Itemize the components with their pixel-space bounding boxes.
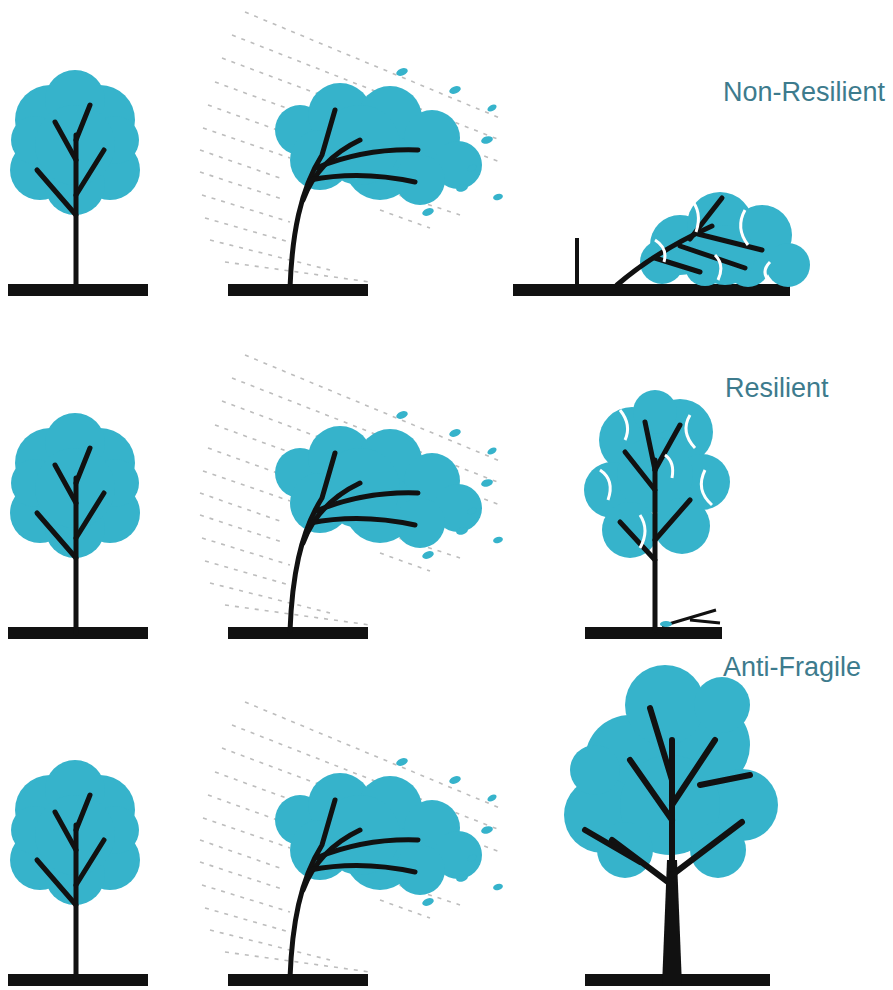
row-label: Resilient [725, 372, 829, 404]
canopy-cracks [655, 198, 770, 282]
tree-stump [575, 238, 579, 286]
row-label: Anti-Fragile [723, 651, 861, 683]
stronger-tree [564, 665, 778, 986]
stronger-branches [585, 708, 750, 885]
fallen-tree [575, 192, 810, 287]
wind-bent-tree [275, 67, 504, 288]
upright-tree [10, 760, 140, 980]
wind-bent-tree [275, 757, 504, 978]
row-label: Non-Resilient [723, 76, 885, 108]
wind-bent-tree [275, 410, 504, 631]
canopy-cracks [600, 410, 712, 548]
stronger-canopy [564, 665, 778, 878]
recovered-tree [584, 390, 730, 630]
recovered-branches [620, 422, 690, 630]
upright-tree [10, 70, 140, 290]
ground-bars [8, 284, 790, 986]
fallen-branch [660, 610, 720, 627]
upright-tree [10, 413, 140, 633]
fallen-canopy [640, 192, 810, 287]
fallen-branches [617, 198, 762, 285]
